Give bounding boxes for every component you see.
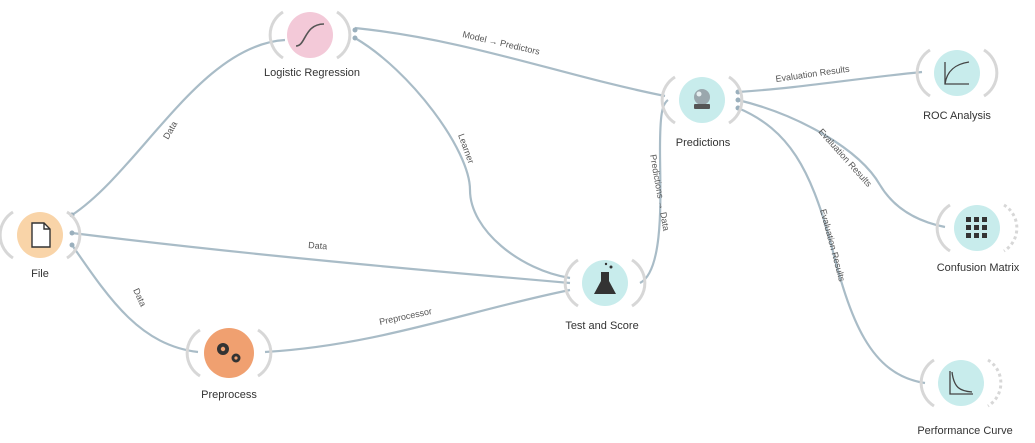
file-label: File <box>31 268 49 280</box>
link-label-lr-to-test: Learner <box>456 132 476 165</box>
link-label-predictions-to-confusion: Evaluation Results <box>817 127 875 189</box>
roc-analysis-widget[interactable] <box>915 48 999 98</box>
preprocess-label: Preprocess <box>201 389 257 401</box>
link-logistic-regression-to-predictions[interactable] <box>354 26 666 98</box>
crystal-ball-icon <box>694 89 710 109</box>
matrix-grid-icon <box>966 217 987 238</box>
decay-curve-icon <box>949 371 973 395</box>
flask-icon <box>594 262 616 294</box>
link-file-to-test-and-score[interactable] <box>71 231 571 285</box>
link-preprocess-to-test-and-score[interactable] <box>264 288 571 354</box>
link-predictions-to-performance-curve[interactable] <box>737 106 926 385</box>
link-label-predictions-to-performance: Evaluation Results <box>818 208 847 283</box>
link-file-to-preprocess[interactable] <box>71 244 199 354</box>
link-label-file-to-preprocess: Data <box>131 287 148 308</box>
file-widget[interactable] <box>0 210 82 260</box>
link-predictions-to-roc-analysis[interactable] <box>737 70 923 94</box>
gears-icon <box>217 343 241 363</box>
predictions-label: Predictions <box>675 137 731 149</box>
roc-analysis-label: ROC Analysis <box>923 110 991 122</box>
test-and-score-label: Test and Score <box>565 320 639 332</box>
link-label-preprocess-to-test: Preprocessor <box>378 306 432 327</box>
test-and-score-widget[interactable] <box>563 258 647 308</box>
performance-curve-widget[interactable] <box>919 358 1003 408</box>
logistic-regression-label: Logistic Regression <box>264 67 360 79</box>
sigmoid-curve-icon <box>295 23 325 47</box>
link-label-test-to-predictions: Predictions → Data <box>648 154 671 232</box>
logistic-regression-widget[interactable] <box>268 10 352 60</box>
link-predictions-to-confusion-matrix[interactable] <box>737 98 946 229</box>
performance-curve-label: Performance Curve <box>917 425 1013 437</box>
confusion-matrix-widget[interactable] <box>935 203 1019 253</box>
confusion-matrix-label: Confusion Matrix <box>936 262 1020 274</box>
preprocess-widget[interactable] <box>185 328 273 378</box>
roc-curve-icon <box>944 61 970 85</box>
link-logistic-regression-to-test-and-score[interactable] <box>354 37 571 280</box>
predictions-widget[interactable] <box>660 75 744 125</box>
document-icon <box>31 222 51 248</box>
link-label-file-to-test: Data <box>308 240 328 251</box>
link-label-lr-to-predictions: Model → Predictors <box>462 29 542 57</box>
link-file-to-logistic-regression[interactable] <box>71 38 286 216</box>
